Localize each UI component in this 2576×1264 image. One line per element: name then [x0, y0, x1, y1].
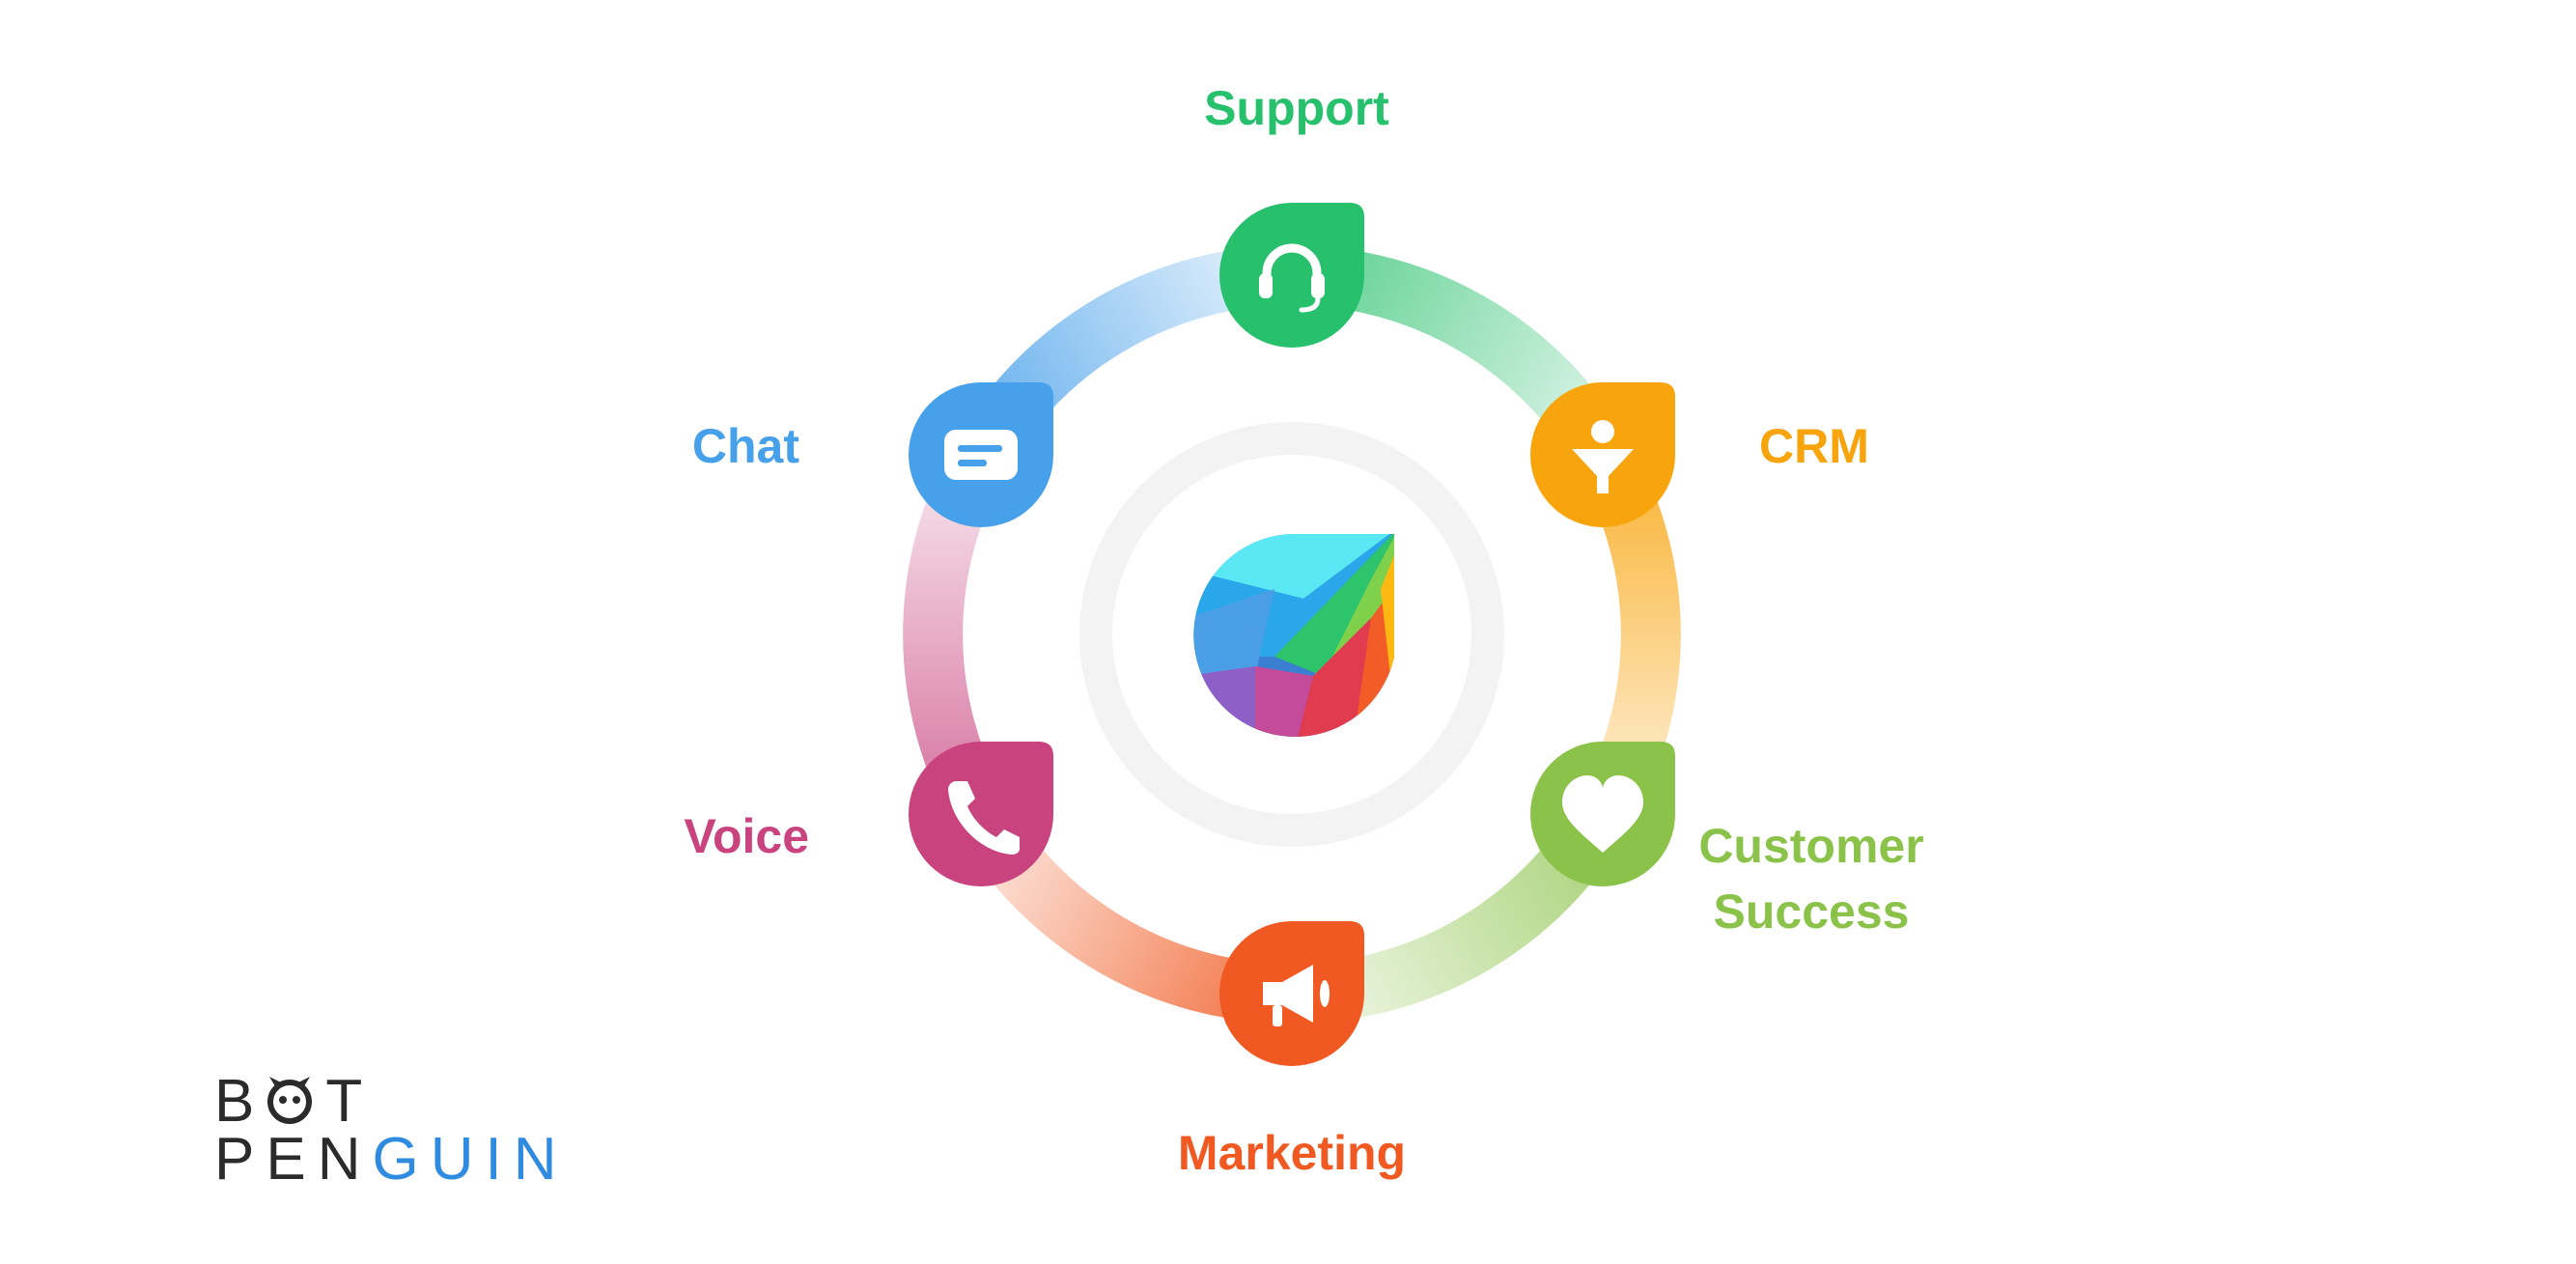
chat-bubble-icon — [944, 430, 1018, 480]
megaphone-icon — [1263, 965, 1330, 1026]
node-support-badge — [1219, 203, 1364, 348]
node-marketing[interactable] — [1219, 921, 1364, 1066]
label-customer-success-line1: Customer — [1698, 819, 1924, 873]
phone-icon — [948, 781, 1020, 855]
node-support[interactable] — [1219, 203, 1364, 348]
funnel-person-icon — [1572, 420, 1634, 493]
logo-line2: PENGUIN — [214, 1130, 556, 1190]
node-voice[interactable] — [909, 742, 1053, 886]
label-voice: Voice — [684, 809, 809, 863]
label-customer-success: Customer Success — [1698, 813, 1923, 944]
node-chat[interactable] — [909, 382, 1053, 527]
label-marketing: Marketing — [1177, 1126, 1407, 1180]
node-voice-badge — [909, 742, 1053, 886]
heart-icon — [1562, 775, 1643, 853]
node-customer-success[interactable] — [1530, 742, 1675, 886]
botpenguin-logo: B T PENGUIN — [214, 1072, 556, 1190]
headset-icon — [1259, 243, 1325, 313]
logo-line2-dark: PEN — [214, 1126, 373, 1193]
logo-line1: B T — [214, 1072, 543, 1132]
logo-penguin-mark-icon — [266, 1075, 314, 1125]
logo-line2-blue: GUIN — [372, 1126, 569, 1193]
label-chat: Chat — [691, 419, 799, 473]
logo-line1-prefix: B — [214, 1068, 266, 1135]
logo-line1-suffix: T — [325, 1068, 375, 1135]
label-customer-success-line2: Success — [1713, 885, 1910, 939]
label-support: Support — [1204, 81, 1389, 135]
label-crm: CRM — [1759, 419, 1869, 473]
center-hub — [1079, 422, 1504, 847]
freshworks-logo-icon — [1193, 534, 1394, 737]
node-crm[interactable] — [1530, 382, 1675, 527]
